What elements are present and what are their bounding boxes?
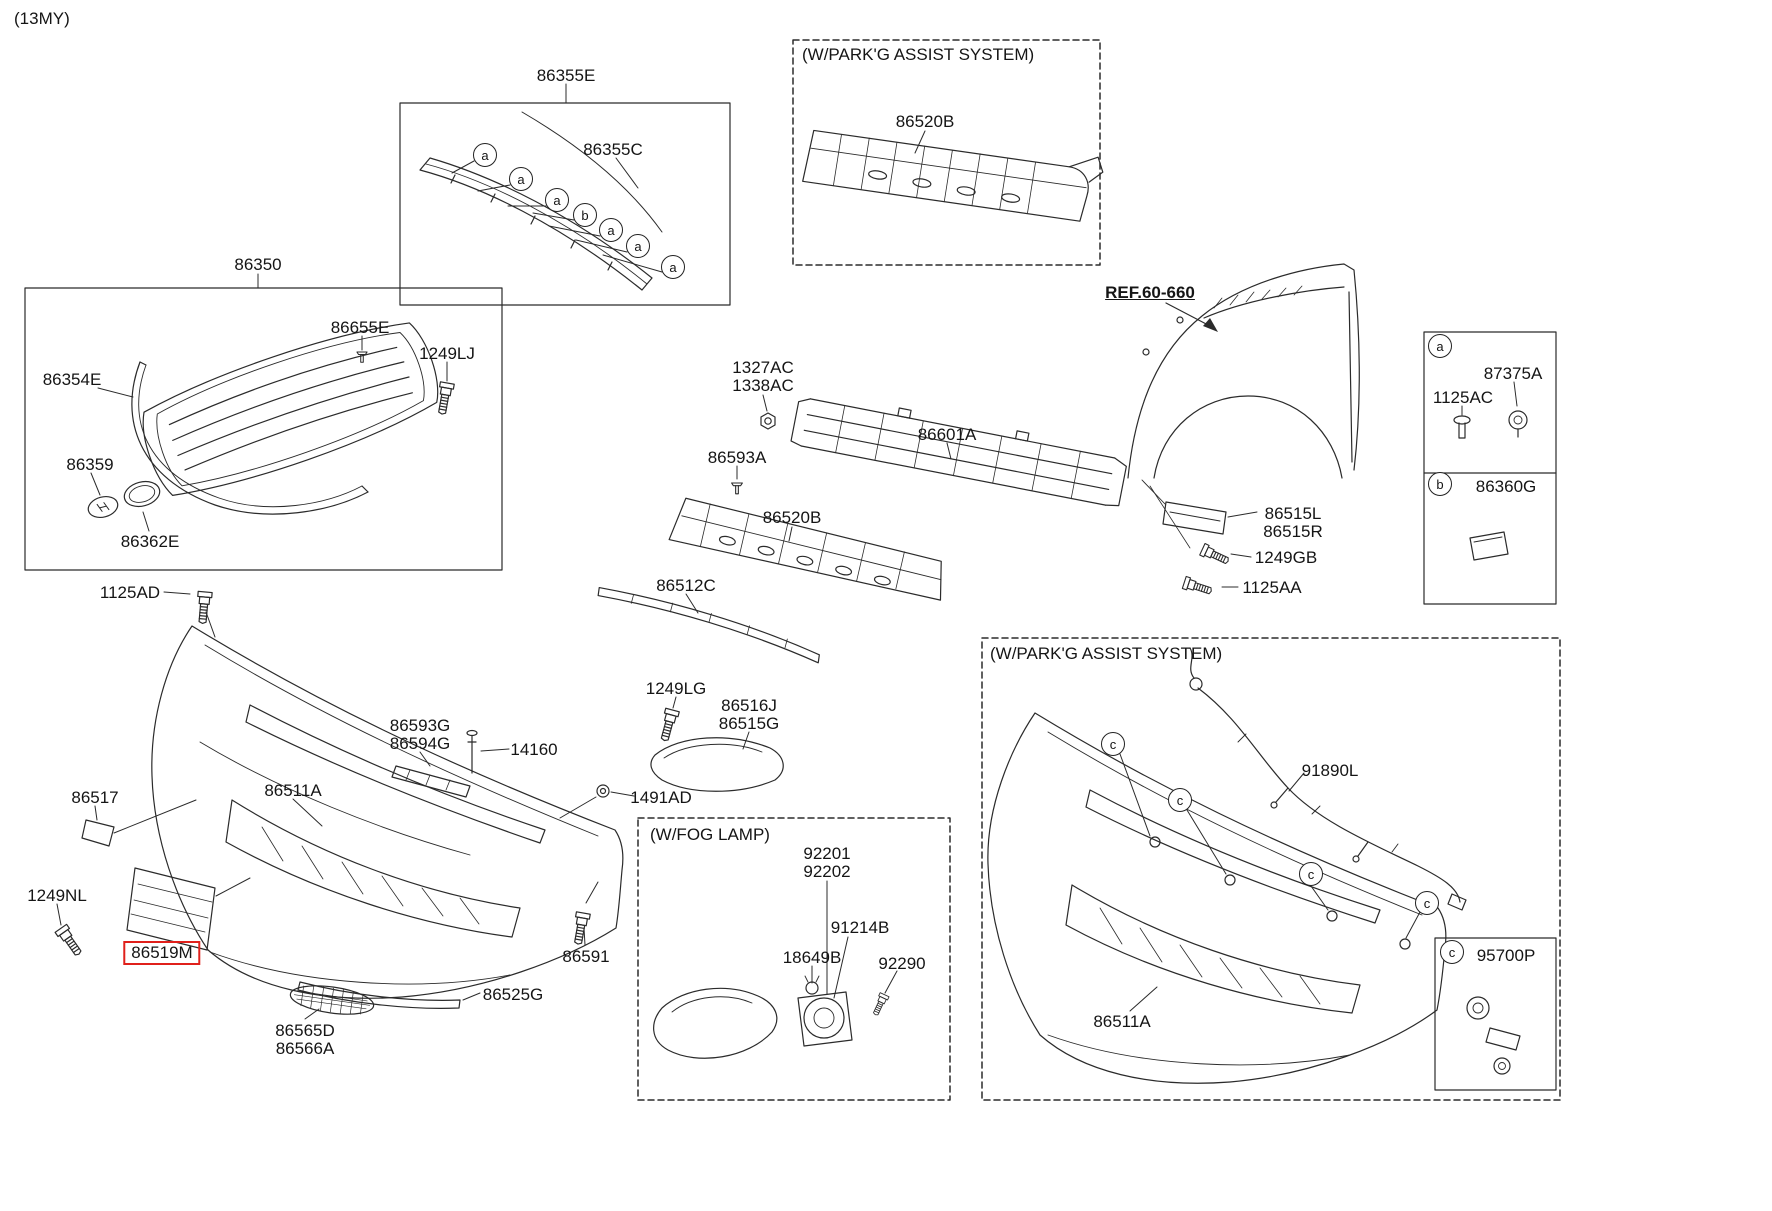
section-boxes bbox=[24, 39, 1561, 1101]
radiator-grille-art bbox=[87, 322, 455, 519]
part-label-86516j[interactable]: 86516J bbox=[721, 696, 777, 715]
part-label-86350[interactable]: 86350 bbox=[234, 255, 282, 274]
part-label-91214b[interactable]: 91214B bbox=[830, 918, 890, 937]
callout-a-icon: a bbox=[545, 188, 569, 212]
fender-art bbox=[1127, 263, 1360, 598]
part-label-86512c[interactable]: 86512C bbox=[656, 576, 716, 595]
part-label-86354e[interactable]: 86354E bbox=[42, 370, 102, 389]
part-label-95700p[interactable]: 95700P bbox=[1476, 946, 1536, 965]
part-label-86360g[interactable]: 86360G bbox=[1475, 477, 1537, 496]
part-label-86519m[interactable]: 86519M bbox=[123, 941, 201, 965]
callout-a-icon: a bbox=[509, 167, 533, 191]
part-label-86591[interactable]: 86591 bbox=[562, 947, 610, 966]
callout-a-icon: a bbox=[1428, 334, 1452, 358]
front-bumper-art bbox=[54, 590, 784, 1015]
part-label-1249gb[interactable]: 1249GB bbox=[1254, 548, 1318, 567]
part-label-86601a[interactable]: 86601A bbox=[917, 425, 977, 444]
part-label-86566a[interactable]: 86566A bbox=[275, 1039, 335, 1058]
part-label-1491ad[interactable]: 1491AD bbox=[630, 788, 692, 807]
part-label-1125aa[interactable]: 1125AA bbox=[1242, 578, 1302, 597]
part-label-86520b[interactable]: 86520B bbox=[762, 508, 822, 527]
bracket-strip-art bbox=[391, 765, 471, 798]
part-label-1338ac[interactable]: 1338AC bbox=[732, 376, 794, 395]
part-label-87375a[interactable]: 87375A bbox=[1483, 364, 1543, 383]
part-label-92202[interactable]: 92202 bbox=[803, 862, 851, 881]
part-label-86511a[interactable]: 86511A bbox=[1093, 1012, 1151, 1031]
legend-parts-art bbox=[1453, 410, 1528, 1075]
emblem-art bbox=[87, 495, 119, 519]
part-label-86565d[interactable]: 86565D bbox=[275, 1021, 335, 1040]
callout-c-icon: c bbox=[1168, 788, 1192, 812]
part-label-86515l[interactable]: 86515L bbox=[1264, 504, 1322, 523]
part-label-91890l[interactable]: 91890L bbox=[1301, 761, 1359, 780]
sensor-art bbox=[1466, 996, 1521, 1075]
part-label-1125ad[interactable]: 1125AD bbox=[99, 583, 161, 602]
part-label-1249lj[interactable]: 1249LJ bbox=[419, 344, 475, 363]
callout-a-icon: a bbox=[599, 218, 623, 242]
lower-mesh-art bbox=[289, 985, 375, 1015]
wiring-harness-art bbox=[1189, 647, 1467, 911]
section-title-w-park-g-assist-system: (W/PARK'G ASSIST SYSTEM) bbox=[990, 644, 1223, 663]
callout-c-icon: c bbox=[1440, 940, 1464, 964]
part-label-86517[interactable]: 86517 bbox=[71, 788, 119, 807]
section-title-13my: (13MY) bbox=[14, 9, 70, 28]
callout-b-icon: b bbox=[1428, 472, 1452, 496]
callout-c-icon: c bbox=[1101, 732, 1125, 756]
part-label-18649b[interactable]: 18649B bbox=[782, 948, 842, 967]
callout-a-icon: a bbox=[626, 234, 650, 258]
part-label-86511a[interactable]: 86511A bbox=[264, 781, 322, 800]
energy-absorber-art bbox=[668, 497, 942, 601]
part-label-1249lg[interactable]: 1249LG bbox=[645, 679, 707, 698]
part-label-86355c[interactable]: 86355C bbox=[583, 140, 643, 159]
part-label-86362e[interactable]: 86362E bbox=[120, 532, 180, 551]
part-label-86594g[interactable]: 86594G bbox=[389, 734, 451, 753]
part-label-86515r[interactable]: 86515R bbox=[1263, 522, 1323, 541]
license-plate-bracket-art bbox=[126, 867, 216, 951]
callout-c-icon: c bbox=[1299, 862, 1323, 886]
bumper-beam-art bbox=[731, 398, 1127, 507]
callout-b-icon: b bbox=[573, 203, 597, 227]
part-label-86520b[interactable]: 86520B bbox=[895, 112, 955, 131]
part-label-92201[interactable]: 92201 bbox=[803, 844, 851, 863]
part-label-86655e[interactable]: 86655E bbox=[330, 318, 390, 337]
section-title-w-park-g-assist-system: (W/PARK'G ASSIST SYSTEM) bbox=[802, 45, 1035, 64]
callout-a-icon: a bbox=[473, 143, 497, 167]
part-label-86359[interactable]: 86359 bbox=[66, 455, 114, 474]
lower-grille-strip-art bbox=[597, 586, 820, 664]
section-title-w-fog-lamp: (W/FOG LAMP) bbox=[650, 825, 770, 844]
part-label-86593g[interactable]: 86593G bbox=[389, 716, 451, 735]
fog-lamp-art bbox=[653, 975, 890, 1059]
energy-absorber-top-art bbox=[802, 129, 1104, 222]
leader-lines bbox=[56, 83, 1518, 1020]
callout-a-icon: a bbox=[661, 255, 685, 279]
callout-c-icon: c bbox=[1415, 891, 1439, 915]
part-label-1249nl[interactable]: 1249NL bbox=[27, 886, 87, 905]
part-label-1125ac[interactable]: 1125AC bbox=[1432, 388, 1494, 407]
fog-bezel-art bbox=[650, 737, 784, 792]
cowl-cover-strip-art bbox=[419, 111, 663, 291]
bumper-lip-strip-art bbox=[297, 981, 461, 1009]
part-label-ref-60-660[interactable]: REF.60-660 bbox=[1105, 283, 1195, 302]
park-assist-bumper-art bbox=[987, 647, 1467, 1084]
part-label-86515g[interactable]: 86515G bbox=[718, 714, 780, 733]
part-label-92290[interactable]: 92290 bbox=[878, 954, 926, 973]
part-label-86355e[interactable]: 86355E bbox=[536, 66, 596, 85]
emblem-bezel-art bbox=[123, 480, 161, 508]
part-label-1327ac[interactable]: 1327AC bbox=[732, 358, 794, 377]
part-label-86525g[interactable]: 86525G bbox=[482, 985, 544, 1004]
part-label-86593a[interactable]: 86593A bbox=[707, 448, 767, 467]
bumper-side-piece-art bbox=[81, 819, 115, 847]
part-label-14160[interactable]: 14160 bbox=[510, 740, 558, 759]
